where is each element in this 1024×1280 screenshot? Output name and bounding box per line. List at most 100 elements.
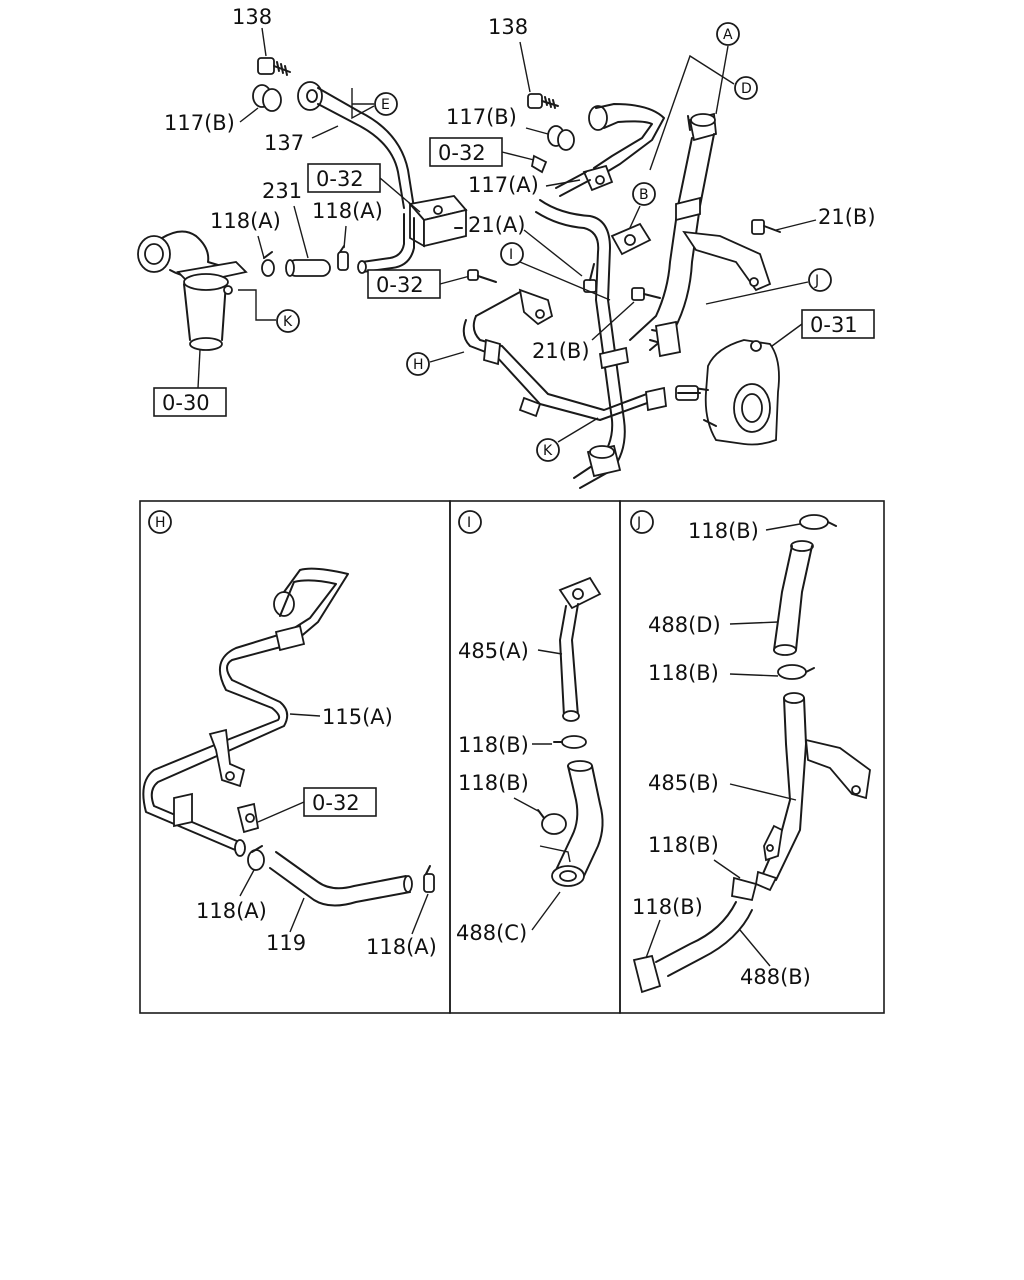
svg-text:0-32: 0-32 bbox=[438, 141, 486, 165]
label-118b-j-mid: 118(B) bbox=[648, 661, 719, 685]
hose-231 bbox=[285, 259, 331, 277]
svg-text:J: J bbox=[636, 515, 641, 531]
pipe-115a bbox=[142, 567, 349, 857]
ref-box-0-32-a: 0-32 bbox=[307, 163, 381, 193]
flange-pipe bbox=[535, 199, 652, 489]
svg-text:0-32: 0-32 bbox=[376, 273, 424, 297]
ref-box-0-32-c: 0-32 bbox=[367, 269, 441, 299]
clip-118b-i-mid bbox=[537, 809, 567, 835]
panel-i-tag: I bbox=[458, 510, 482, 534]
svg-text:0-30: 0-30 bbox=[162, 391, 210, 415]
label-118b-j-low: 118(B) bbox=[648, 833, 719, 857]
upper-tube bbox=[555, 103, 665, 197]
bolt-small bbox=[467, 269, 497, 283]
svg-text:E: E bbox=[381, 97, 390, 113]
label-115a: 115(A) bbox=[322, 705, 393, 729]
bolt-138-left bbox=[257, 57, 291, 76]
label-138-right: 138 bbox=[488, 15, 528, 39]
svg-text:0-32: 0-32 bbox=[312, 791, 360, 815]
label-118a-h-left: 118(A) bbox=[196, 899, 267, 923]
gasket-117b-right bbox=[547, 125, 575, 151]
svg-text:0-32: 0-32 bbox=[316, 167, 364, 191]
thermostat-housing bbox=[675, 339, 780, 446]
svg-text:B: B bbox=[639, 187, 649, 203]
label-231: 231 bbox=[262, 179, 302, 203]
clip-118b-j-low bbox=[731, 876, 758, 902]
clip-panel-h bbox=[236, 802, 260, 834]
callout-a: A bbox=[716, 22, 740, 46]
clip-118a-1 bbox=[261, 251, 275, 277]
svg-text:H: H bbox=[155, 515, 166, 531]
label-118a-2: 118(A) bbox=[312, 199, 383, 223]
label-21a: 21(A) bbox=[468, 213, 525, 237]
svg-text:K: K bbox=[543, 443, 553, 459]
water-outlet-housing bbox=[137, 230, 248, 351]
label-118b-j-top: 118(B) bbox=[688, 519, 759, 543]
bolt-138-right bbox=[527, 93, 559, 109]
label-485a: 485(A) bbox=[458, 639, 529, 663]
short-pipe bbox=[357, 213, 415, 274]
label-21b-top: 21(B) bbox=[818, 205, 876, 229]
clip-118b-i-top bbox=[553, 735, 587, 749]
connector-block bbox=[408, 195, 468, 248]
svg-text:A: A bbox=[723, 27, 733, 43]
label-118b-i-top: 118(B) bbox=[458, 733, 529, 757]
label-118b-i-mid: 118(B) bbox=[458, 771, 529, 795]
label-118a-h-right: 118(A) bbox=[366, 935, 437, 959]
hose-488b bbox=[655, 901, 753, 977]
callout-k-right: K bbox=[536, 438, 560, 462]
bolt-21b-top bbox=[751, 219, 781, 235]
ref-box-0-31: 0-31 bbox=[801, 309, 875, 339]
pipe-485a bbox=[558, 576, 602, 722]
callout-e: E bbox=[374, 92, 398, 116]
label-118b-j-bottom: 118(B) bbox=[632, 895, 703, 919]
callout-i: I bbox=[500, 242, 524, 266]
callout-b: B bbox=[632, 182, 656, 206]
bolt-21b-mid bbox=[631, 287, 661, 301]
bolt-21a bbox=[583, 263, 597, 293]
clip-118a-h-left bbox=[247, 845, 265, 871]
label-21b-mid: 21(B) bbox=[532, 339, 590, 363]
hose-488c bbox=[551, 760, 604, 887]
label-117a: 117(A) bbox=[468, 173, 539, 197]
hose-488d bbox=[773, 540, 814, 656]
bracket bbox=[682, 230, 772, 292]
label-488b: 488(B) bbox=[740, 965, 811, 989]
callout-h: H bbox=[406, 352, 430, 376]
pipe-485b bbox=[754, 692, 871, 892]
label-118a-1: 118(A) bbox=[210, 209, 281, 233]
svg-text:J: J bbox=[814, 273, 819, 289]
svg-text:H: H bbox=[413, 357, 424, 373]
hose-119 bbox=[269, 851, 413, 907]
label-117b-left: 117(B) bbox=[164, 111, 235, 135]
panel-h-tag: H bbox=[148, 510, 172, 534]
svg-text:0-31: 0-31 bbox=[810, 313, 858, 337]
riser-pipe bbox=[629, 112, 717, 351]
svg-text:I: I bbox=[509, 247, 513, 263]
label-488d: 488(D) bbox=[648, 613, 721, 637]
clip-118a-h-right bbox=[423, 865, 435, 893]
panel-j-frame bbox=[619, 500, 885, 1014]
clip-118b-j-mid bbox=[777, 664, 815, 680]
clip-118b-j-top bbox=[799, 514, 837, 530]
main-pipe-h bbox=[462, 288, 682, 421]
svg-text:D: D bbox=[741, 81, 752, 97]
label-117b-right: 117(B) bbox=[446, 105, 517, 129]
gasket-117b-left bbox=[252, 84, 282, 112]
svg-text:I: I bbox=[467, 515, 471, 531]
callout-j: J bbox=[808, 268, 832, 292]
ref-box-0-32-panel-h: 0-32 bbox=[303, 787, 377, 817]
ref-box-0-32-b: 0-32 bbox=[429, 137, 503, 167]
label-138-left: 138 bbox=[232, 5, 272, 29]
label-119: 119 bbox=[266, 931, 306, 955]
callout-k-left: K bbox=[276, 309, 300, 333]
svg-text:K: K bbox=[283, 314, 293, 330]
ref-box-0-30: 0-30 bbox=[153, 387, 227, 417]
panel-j-tag: J bbox=[630, 510, 654, 534]
label-485b: 485(B) bbox=[648, 771, 719, 795]
label-137: 137 bbox=[264, 131, 304, 155]
label-488c: 488(C) bbox=[456, 921, 527, 945]
clip-118a-2 bbox=[337, 245, 349, 271]
callout-d: D bbox=[734, 76, 758, 100]
